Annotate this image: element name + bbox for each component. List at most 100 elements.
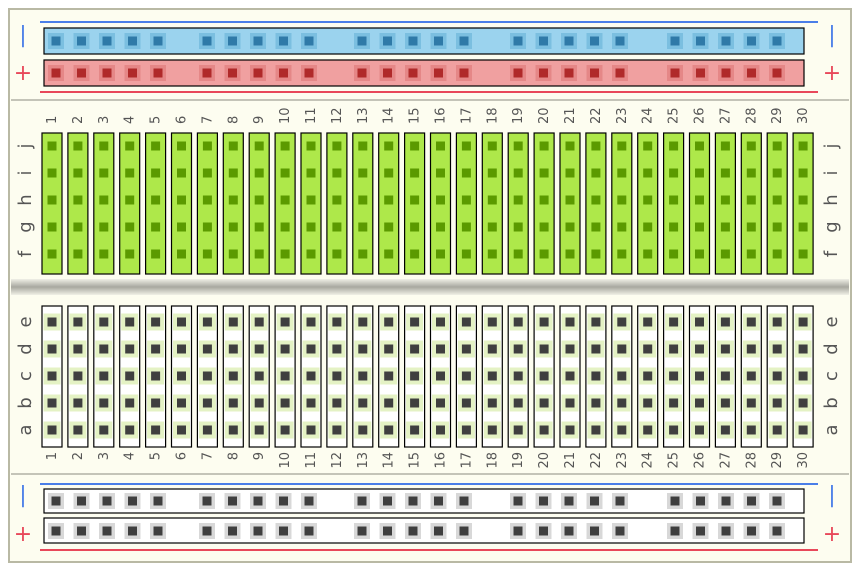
- top-strip-hole[interactable]: [358, 249, 368, 259]
- bottom-strip-hole[interactable]: [228, 425, 238, 435]
- bottom-strip-hole[interactable]: [565, 317, 575, 327]
- top-strip-hole[interactable]: [513, 222, 523, 232]
- top-strip-hole[interactable]: [228, 222, 238, 232]
- top-strip-hole[interactable]: [487, 195, 497, 205]
- bottom-plus-rail-hole[interactable]: [590, 526, 599, 536]
- bottom-strip-hole[interactable]: [177, 317, 186, 327]
- top-minus-rail-hole[interactable]: [772, 36, 782, 46]
- bottom-strip-hole[interactable]: [358, 371, 368, 381]
- top-strip-hole[interactable]: [798, 249, 808, 259]
- top-strip-hole[interactable]: [720, 249, 730, 259]
- bottom-strip-hole[interactable]: [332, 371, 342, 381]
- bottom-minus-rail-hole[interactable]: [51, 496, 61, 506]
- top-plus-rail-hole[interactable]: [513, 68, 523, 78]
- bottom-strip-hole[interactable]: [591, 371, 601, 381]
- top-strip-hole[interactable]: [73, 141, 83, 151]
- top-strip-hole[interactable]: [47, 249, 57, 259]
- top-strip-hole[interactable]: [565, 222, 575, 232]
- bottom-minus-rail-hole[interactable]: [539, 496, 548, 506]
- top-strip-hole[interactable]: [332, 249, 342, 259]
- bottom-strip-hole[interactable]: [746, 371, 756, 381]
- bottom-strip-hole[interactable]: [125, 317, 135, 327]
- top-strip-hole[interactable]: [254, 222, 264, 232]
- top-minus-rail-hole[interactable]: [228, 36, 237, 46]
- top-strip-hole[interactable]: [746, 249, 756, 259]
- bottom-strip-hole[interactable]: [746, 317, 756, 327]
- bottom-strip-hole[interactable]: [228, 371, 238, 381]
- bottom-minus-rail-hole[interactable]: [408, 496, 418, 506]
- bottom-minus-rail-hole[interactable]: [77, 496, 86, 506]
- bottom-strip-hole[interactable]: [358, 344, 368, 354]
- top-minus-rail-hole[interactable]: [747, 36, 756, 46]
- bottom-strip-hole[interactable]: [669, 317, 679, 327]
- bottom-strip-hole[interactable]: [99, 425, 109, 435]
- bottom-strip-hole[interactable]: [99, 344, 109, 354]
- top-strip-hole[interactable]: [151, 168, 161, 178]
- top-strip-hole[interactable]: [436, 222, 445, 232]
- bottom-plus-rail-hole[interactable]: [670, 526, 680, 536]
- top-plus-rail-hole[interactable]: [696, 68, 705, 78]
- top-strip-hole[interactable]: [358, 195, 368, 205]
- bottom-plus-rail-hole[interactable]: [772, 526, 782, 536]
- top-plus-rail-hole[interactable]: [408, 68, 418, 78]
- top-strip-hole[interactable]: [436, 195, 445, 205]
- bottom-strip-hole[interactable]: [125, 425, 135, 435]
- bottom-strip-hole[interactable]: [125, 344, 135, 354]
- top-strip-hole[interactable]: [617, 195, 627, 205]
- bottom-strip-hole[interactable]: [47, 425, 57, 435]
- top-minus-rail-hole[interactable]: [77, 36, 86, 46]
- top-strip-hole[interactable]: [384, 222, 394, 232]
- top-strip-hole[interactable]: [461, 249, 471, 259]
- bottom-minus-rail-hole[interactable]: [772, 496, 782, 506]
- top-strip-hole[interactable]: [332, 195, 342, 205]
- bottom-strip-hole[interactable]: [513, 371, 523, 381]
- top-strip-hole[interactable]: [410, 141, 420, 151]
- top-strip-hole[interactable]: [151, 195, 161, 205]
- top-strip-hole[interactable]: [565, 141, 575, 151]
- top-strip-hole[interactable]: [151, 249, 161, 259]
- bottom-strip-hole[interactable]: [280, 317, 290, 327]
- top-strip-hole[interactable]: [487, 141, 497, 151]
- top-strip-hole[interactable]: [798, 141, 808, 151]
- bottom-strip-hole[interactable]: [202, 344, 212, 354]
- bottom-strip-hole[interactable]: [306, 425, 316, 435]
- bottom-strip-hole[interactable]: [73, 371, 83, 381]
- top-strip-hole[interactable]: [125, 195, 135, 205]
- top-strip-hole[interactable]: [798, 222, 808, 232]
- bottom-minus-rail-hole[interactable]: [383, 496, 392, 506]
- bottom-strip-hole[interactable]: [228, 398, 238, 408]
- top-minus-rail-hole[interactable]: [279, 36, 288, 46]
- top-strip-hole[interactable]: [617, 249, 627, 259]
- top-plus-rail-hole[interactable]: [228, 68, 237, 78]
- bottom-minus-rail-hole[interactable]: [670, 496, 680, 506]
- top-strip-hole[interactable]: [280, 195, 290, 205]
- bottom-strip-hole[interactable]: [306, 317, 316, 327]
- bottom-strip-hole[interactable]: [720, 425, 730, 435]
- top-strip-hole[interactable]: [720, 195, 730, 205]
- bottom-strip-hole[interactable]: [384, 425, 394, 435]
- top-strip-hole[interactable]: [436, 168, 445, 178]
- top-plus-rail-hole[interactable]: [383, 68, 392, 78]
- top-plus-rail-hole[interactable]: [77, 68, 86, 78]
- top-strip-hole[interactable]: [643, 249, 653, 259]
- top-minus-rail-hole[interactable]: [102, 36, 112, 46]
- top-strip-hole[interactable]: [228, 249, 238, 259]
- top-strip-hole[interactable]: [125, 168, 135, 178]
- bottom-strip-hole[interactable]: [720, 398, 730, 408]
- top-strip-hole[interactable]: [280, 249, 290, 259]
- top-strip-hole[interactable]: [202, 168, 212, 178]
- top-strip-hole[interactable]: [513, 141, 523, 151]
- bottom-minus-rail-hole[interactable]: [513, 496, 523, 506]
- bottom-plus-rail-hole[interactable]: [202, 526, 212, 536]
- top-plus-rail-hole[interactable]: [615, 68, 625, 78]
- top-plus-rail-hole[interactable]: [539, 68, 548, 78]
- bottom-plus-rail-hole[interactable]: [357, 526, 367, 536]
- top-strip-hole[interactable]: [539, 141, 549, 151]
- top-strip-hole[interactable]: [384, 168, 394, 178]
- bottom-strip-hole[interactable]: [384, 398, 394, 408]
- bottom-strip-hole[interactable]: [99, 371, 109, 381]
- bottom-strip-hole[interactable]: [410, 344, 420, 354]
- top-strip-hole[interactable]: [565, 195, 575, 205]
- bottom-strip-hole[interactable]: [461, 371, 471, 381]
- bottom-strip-hole[interactable]: [746, 344, 756, 354]
